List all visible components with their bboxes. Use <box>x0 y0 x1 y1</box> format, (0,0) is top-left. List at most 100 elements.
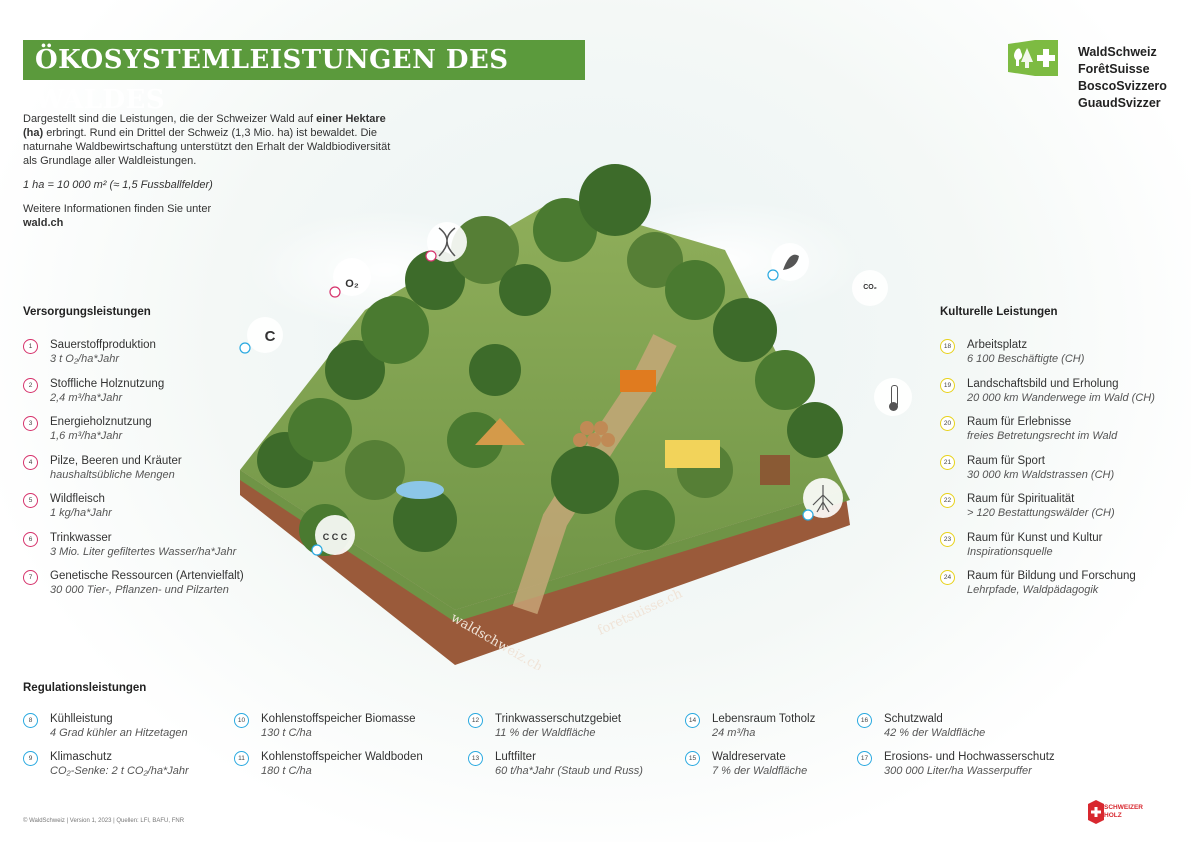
service-value: 7 % der Waldfläche <box>712 765 808 777</box>
service-name: Stoffliche Holznutzung <box>50 377 165 390</box>
service-value: 130 t C/ha <box>261 727 312 739</box>
tree-cross-icon <box>1008 40 1058 76</box>
intro-more-info: Weitere Informationen finden Sie unter <box>23 203 212 215</box>
service-value: haushaltsübliche Mengen <box>50 468 175 481</box>
schweizer-holz-line1: SCHWEIZER <box>1104 804 1143 811</box>
service-value: 1 kg/ha*Jahr <box>50 507 112 519</box>
number-badge-icon: 20 <box>940 416 955 431</box>
soil-layer <box>240 470 850 665</box>
service-name: Waldreservate <box>712 751 786 763</box>
number-badge-icon: 17 <box>857 751 872 766</box>
service-name: Pilze, Beeren und Kräuter <box>50 454 182 467</box>
service-value: 6 100 Beschäftigte (CH) <box>967 353 1085 365</box>
excavator <box>620 370 656 392</box>
number-badge-icon: 16 <box>857 713 872 728</box>
co2-bubble-label: CO₂ <box>863 284 877 291</box>
forest-illustration: waldschweiz.ch foretsuisse.ch O₂ C CO₂ <box>239 164 865 670</box>
number-badge-icon: 8 <box>23 713 38 728</box>
number-badge-icon: 24 <box>940 570 955 585</box>
service-name: Wildfleisch <box>50 493 105 505</box>
regulation-item: 8 Kühlleistung 4 Grad kühler an Hitzetagen <box>23 712 189 750</box>
number-badge-icon: 7 <box>23 570 38 585</box>
co2-bubble-icon: CO₂ <box>852 270 888 306</box>
service-name: Schutzwald <box>884 713 943 725</box>
intro-text: Dargestellt sind die Leistungen, die der… <box>23 112 403 230</box>
number-badge-icon: 13 <box>468 751 483 766</box>
service-value: Inspirationsquelle <box>967 545 1053 558</box>
intro-p1-bold: einer Hektare (ha) <box>23 113 386 139</box>
versorgung-item: 5 Wildfleisch 1 kg/ha*Jahr <box>23 492 244 531</box>
service-value: > 120 Bestattungswälder (CH) <box>967 507 1115 519</box>
service-name: Trinkwasserschutzgebiet <box>495 713 622 725</box>
service-value: 4 Grad kühler an Hitzetagen <box>50 727 188 739</box>
service-value: 30 000 Tier-, Pflanzen- und Pilzarten <box>50 584 229 596</box>
service-name: Klimaschutz <box>50 751 112 763</box>
number-badge-icon: 19 <box>940 377 955 393</box>
log-pile <box>573 421 615 447</box>
number-badge-icon: 6 <box>23 531 38 547</box>
service-value: CO₂-Senke: 2 t CO₂/ha*Jahr <box>50 765 189 777</box>
service-name: Lebensraum Totholz <box>712 713 816 725</box>
logo-name-rm: GuaudSvizzer <box>1078 96 1161 110</box>
service-value: 3 Mio. Liter gefiltertes Wasser/ha*Jahr <box>50 545 237 558</box>
logo-names: WaldSchweiz ForêtSuisse BoscoSvizzero Gu… <box>1078 44 1167 112</box>
o2-lungs-icon: O₂ <box>329 258 371 298</box>
number-badge-icon: 5 <box>23 493 38 508</box>
schweizer-holz-logo: SCHWEIZER HOLZ <box>1104 804 1143 819</box>
warning-sign <box>665 440 720 468</box>
number-badge-icon: 22 <box>940 493 955 508</box>
service-name: Raum für Kunst und Kultur <box>967 531 1103 544</box>
ccc-label: C C C <box>323 532 348 542</box>
service-value: 1,6 m³/ha*Jahr <box>50 430 123 442</box>
service-name: Raum für Sport <box>967 454 1045 467</box>
intro-hectare-note: 1 ha = 10 000 m² (≈ 1,5 Fussballfelder) <box>23 179 213 191</box>
versorgung-title: Versorgungsleistungen <box>23 306 151 318</box>
service-name: Raum für Spiritualität <box>967 493 1075 505</box>
number-badge-icon: 14 <box>685 713 700 728</box>
page-title: ÖKOSYSTEMLEISTUNGEN DES WALDES <box>23 40 585 115</box>
website-link[interactable]: wald.ch <box>23 217 64 229</box>
firewood-stack <box>760 455 790 485</box>
versorgung-item: 7 Genetische Ressourcen (Artenvielfalt) 30… <box>23 569 244 608</box>
intro-p1-a: Dargestellt sind die Leistungen, die der… <box>23 113 317 125</box>
regulation-item: 12 Trinkwasserschutzgebiet 11 % der Waldfl… <box>468 712 643 750</box>
kulturell-item: 22 Raum für Spiritualität > 120 Bestattung… <box>940 492 1155 531</box>
service-name: Kühlleistung <box>50 713 113 725</box>
kulturell-title: Kulturelle Leistungen <box>940 306 1058 318</box>
root-erosion-icon <box>802 478 843 521</box>
air-filter-leaf-icon <box>767 243 809 281</box>
service-name: Genetische Ressourcen (Artenvielfalt) <box>50 570 244 582</box>
service-value: 180 t C/ha <box>261 765 312 777</box>
number-badge-icon: 12 <box>468 713 483 728</box>
number-badge-icon: 23 <box>940 531 955 547</box>
service-value: 11 % der Waldfläche <box>495 727 596 739</box>
logo-name-fr: ForêtSuisse <box>1078 62 1150 76</box>
regulation-column: 12 Trinkwasserschutzgebiet 11 % der Waldfl… <box>468 712 643 788</box>
service-name: Raum für Bildung und Forschung <box>967 570 1136 582</box>
service-name: Trinkwasser <box>50 531 112 544</box>
number-badge-icon: 1 <box>23 339 38 354</box>
schweizer-holz-logo-icon <box>1088 800 1104 824</box>
service-name: Landschaftsbild und Erholung <box>967 377 1119 390</box>
number-badge-icon: 11 <box>234 751 249 766</box>
o2-label: O₂ <box>345 278 359 290</box>
service-name: Erosions- und Hochwasserschutz <box>884 751 1055 763</box>
